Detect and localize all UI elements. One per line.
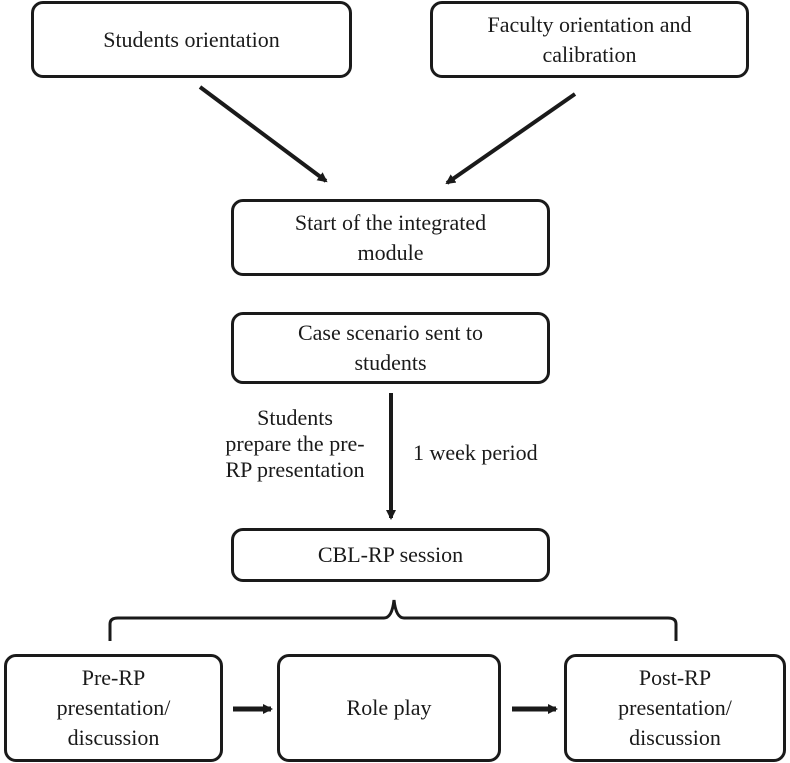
start-module-box: Start of the integrated module	[231, 199, 550, 276]
cbl-rp-session-text: CBL-RP session	[317, 542, 464, 567]
students-orientation-text: Students orientation	[103, 26, 280, 52]
case-scenario-box: Case scenario sent to students	[231, 312, 550, 384]
post-rp-text: Post-RP presentation/ discussion	[618, 665, 732, 750]
post-rp-box: Post-RP presentation/ discussion	[564, 654, 786, 762]
case-scenario-text: Case scenario sent to students	[297, 320, 484, 375]
role-play-text: Role play	[346, 695, 432, 720]
arrow-faculty-to-start	[445, 92, 577, 185]
students-orientation-box: Students orientation	[31, 1, 352, 78]
faculty-orientation-text: Faculty orientation and calibration	[487, 11, 692, 67]
week-period-label: 1 week period	[413, 440, 538, 465]
students-prepare-label: Students prepare the pre-RP presentation	[225, 405, 365, 482]
pre-rp-text: Pre-RP presentation/ discussion	[56, 665, 171, 750]
start-module-text: Start of the integrated module	[294, 209, 487, 265]
faculty-orientation-box: Faculty orientation and calibration	[430, 1, 749, 78]
arrow-students-to-start	[198, 85, 328, 183]
pre-rp-box: Pre-RP presentation/ discussion	[4, 654, 223, 762]
cbl-rp-session-box: CBL-RP session	[231, 528, 550, 582]
curly-brace	[108, 599, 678, 641]
role-play-box: Role play	[277, 654, 501, 762]
